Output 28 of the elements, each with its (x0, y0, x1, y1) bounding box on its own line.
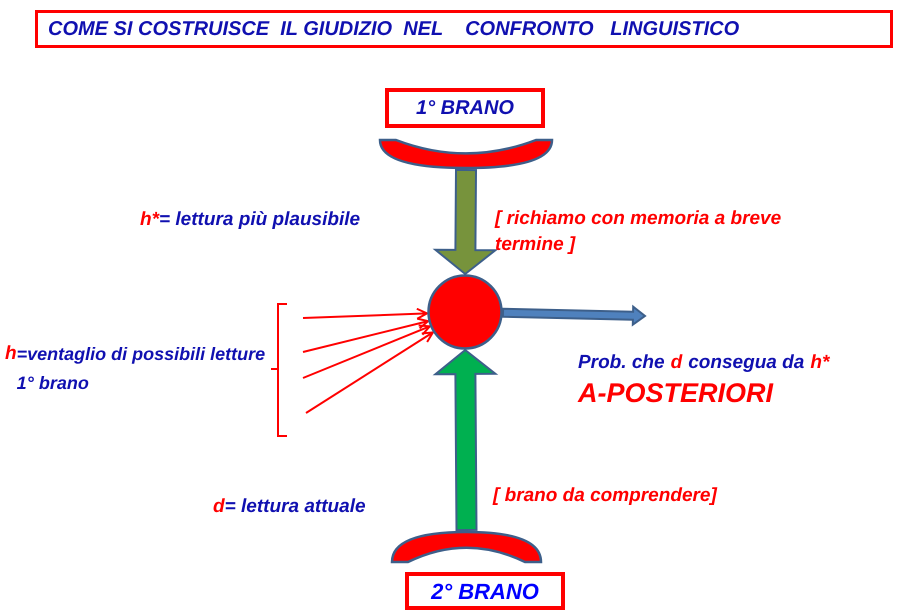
passage-box (385, 88, 545, 128)
formula-symbol: h (5, 342, 17, 366)
description-text: = lettura attuale (224, 495, 366, 519)
note-text: [ richiamo con memoria a breve termine ] (495, 207, 782, 257)
circle-node (427, 274, 503, 350)
box-label: 1° BRANO (414, 96, 515, 121)
description-text: Prob. che (578, 351, 665, 375)
box-label: 2° BRANO (430, 578, 540, 606)
description-text: consegua da (688, 351, 804, 375)
cup-shape (378, 138, 554, 170)
block-arrow (502, 304, 647, 327)
block-arrow (432, 348, 498, 532)
description-text: =ventaglio di possibili letture 1° brano (16, 343, 266, 395)
passage-box (405, 572, 565, 610)
note-text: [ brano da comprendere] (493, 484, 717, 508)
arrow (302, 318, 430, 353)
formula-symbol: d (213, 495, 225, 519)
block-arrow (432, 168, 498, 276)
heading-text: A-POSTERIORI (578, 377, 774, 409)
formula-symbol: h* (140, 208, 159, 232)
arrow (302, 324, 431, 379)
arrow (302, 308, 428, 320)
cup-shape (390, 530, 543, 564)
arrow (305, 331, 434, 414)
formula-symbol: h* (810, 351, 830, 375)
title: COME SI COSTRUISCE IL GIUDIZIO NEL CONFRONTO LINGUISTICO (48, 17, 740, 42)
formula-symbol: d (670, 351, 682, 375)
description-text: = lettura più plausibile (159, 208, 360, 232)
